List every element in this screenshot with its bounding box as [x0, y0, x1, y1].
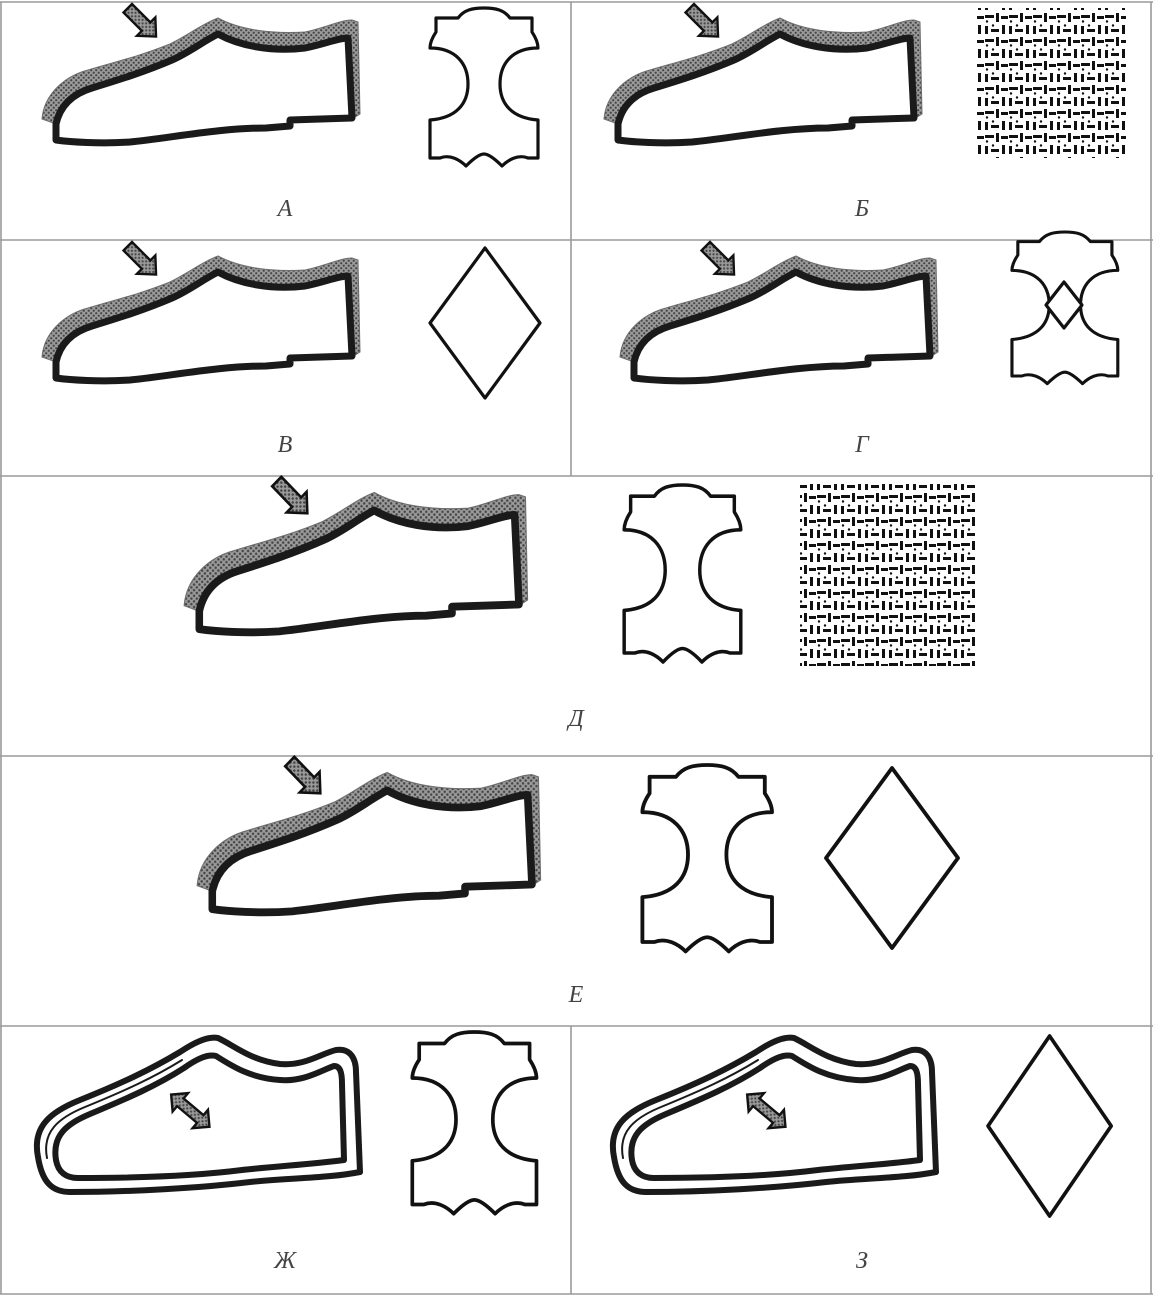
cell-b: Б: [604, 0, 1126, 222]
cell-label-zh: Ж: [273, 1248, 297, 1274]
cell-zh: Ж: [37, 1032, 537, 1274]
shoe-upper-icon: [42, 0, 360, 143]
leather-hide-icon: [642, 765, 772, 951]
leather-hide-icon: [624, 485, 741, 662]
textile-weave-icon: [800, 484, 976, 666]
cell-d: Д: [184, 471, 976, 732]
cell-label-e: Е: [568, 982, 584, 1008]
cell-label-d: Д: [566, 706, 585, 732]
shoe-upper-icon: [184, 471, 527, 632]
cell-v: В: [42, 237, 540, 458]
coated-leather-icon: [1012, 232, 1118, 384]
textile-weave-icon: [976, 8, 1126, 158]
cell-g: Г: [620, 232, 1118, 458]
leather-hide-icon: [412, 1032, 536, 1214]
shoe-upper-icon: [604, 0, 922, 143]
cell-e: Е: [197, 751, 958, 1008]
rhombus-synthetic-icon: [826, 768, 958, 948]
leather-hide-icon: [430, 8, 538, 166]
cell-label-a: А: [276, 196, 293, 222]
rhombus-synthetic-icon: [988, 1036, 1111, 1216]
shoe-lining-icon: [613, 1038, 936, 1192]
cell-label-v: В: [278, 432, 293, 458]
shoe-upper-icon: [620, 237, 938, 381]
shoe-upper-icon: [197, 751, 540, 912]
rhombus-synthetic-icon: [430, 248, 540, 398]
cell-a: А: [42, 0, 538, 222]
cell-label-b: Б: [854, 196, 869, 222]
cell-z: З: [613, 1036, 1111, 1274]
cell-label-z: З: [856, 1248, 868, 1274]
shoe-upper-icon: [42, 237, 360, 381]
shoe-lining-icon: [37, 1038, 360, 1192]
cell-label-g: Г: [854, 432, 870, 458]
